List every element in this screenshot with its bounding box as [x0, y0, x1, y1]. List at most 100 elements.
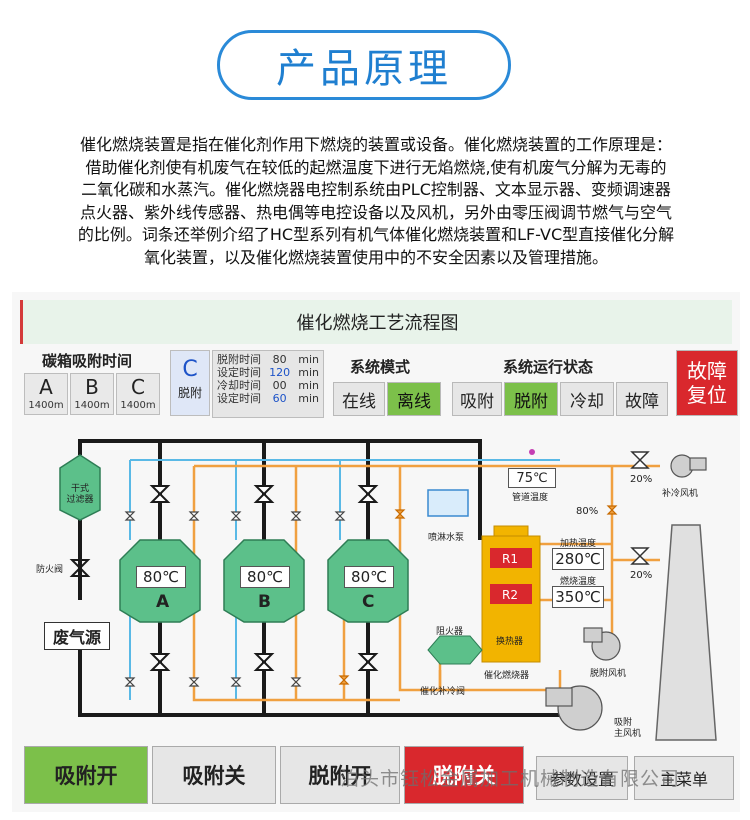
- intro-line: 二氧化碳和水蒸汽。催化燃烧器电控制系统由PLC控制器、文本显示器、变频调速器: [81, 180, 671, 199]
- cool-fan: [670, 454, 707, 478]
- exchanger-label: 换热器: [496, 637, 524, 647]
- tile-letter: A: [39, 375, 53, 399]
- timer-row: 冷却时间 00 min: [213, 379, 323, 392]
- system-mode-label: 系统模式: [350, 358, 411, 376]
- orange-valves: [338, 505, 618, 685]
- settings-button[interactable]: 参数设置: [536, 756, 628, 800]
- tile-time: 1400m: [28, 400, 64, 411]
- intro-line: 借助催化剂使有机废气在较低的起燃温度下进行无焰燃烧,使有机废气分解为无毒的: [85, 157, 667, 177]
- pipe-temp-sensor: [529, 449, 535, 455]
- arrester-label: 阻火器: [436, 627, 464, 637]
- heater-r2: R2: [502, 588, 518, 602]
- state-fault-button[interactable]: 故障: [616, 382, 668, 416]
- dry-filter: [59, 454, 101, 521]
- fault-reset-line2: 复位: [687, 383, 727, 407]
- desorb-on-button[interactable]: 脱附开: [280, 746, 400, 804]
- spray-pump-label: 喷淋水泵: [428, 533, 465, 543]
- tile-letter: B: [85, 375, 99, 399]
- timer-list: 脱附时间 80 min 设定时间 120 min 冷却时间 00 min 设定时…: [212, 350, 324, 418]
- intro-line: 氧化装置，以及催化燃烧装置使用中的不安全因素以及管理措施。: [143, 247, 608, 267]
- desorb-tile[interactable]: C 脱附: [170, 350, 210, 416]
- tank-b-temp: 80℃: [240, 566, 290, 588]
- timer-value: 80: [272, 353, 287, 366]
- main-fan: [545, 685, 603, 731]
- timer-name: 冷却时间: [217, 379, 261, 392]
- spray-pump: [427, 489, 469, 517]
- tank-b-letter: B: [258, 592, 271, 612]
- mode-offline-button[interactable]: 离线: [387, 382, 441, 416]
- timer-value[interactable]: 120: [269, 366, 291, 379]
- timer-value: 00: [272, 379, 287, 392]
- state-cool-button[interactable]: 冷却: [560, 382, 614, 416]
- desorb-fan-label: 脱附风机: [590, 669, 627, 679]
- watermark: 泊头市钰松金属加工机械制造有限公司: [340, 768, 681, 790]
- tile-time: 1400m: [74, 400, 110, 411]
- run-state-label: 系统运行状态: [503, 358, 594, 376]
- desorb-letter: C: [182, 357, 198, 382]
- valve-pct-2: 20%: [630, 474, 653, 485]
- intro-line: 催化燃烧装置是指在催化剂作用下燃烧的装置或设备。催化燃烧装置的工作原理是：: [79, 135, 672, 154]
- mode-online-button[interactable]: 在线: [333, 382, 385, 416]
- pipe-temp-label: 管道温度: [512, 493, 549, 503]
- timer-value[interactable]: 60: [272, 392, 287, 405]
- chimney: [655, 524, 717, 741]
- flame-arrester: [427, 635, 483, 665]
- tank-a-letter: A: [156, 592, 170, 612]
- page-title: 产品原理: [276, 46, 452, 92]
- tile-letter: C: [131, 375, 145, 399]
- panel-title: 催化燃烧工艺流程图: [296, 313, 459, 334]
- tile-time: 1400m: [120, 400, 156, 411]
- carbon-tile-a[interactable]: A 1400m: [24, 373, 68, 415]
- fire-valve-label: 防火阀: [36, 565, 64, 575]
- timer-unit: min: [298, 379, 319, 392]
- fire-valve: [69, 559, 91, 577]
- adsorb-off-button[interactable]: 吸附关: [152, 746, 276, 804]
- tank-a-temp: 80℃: [136, 566, 186, 588]
- burner-label: 催化燃烧器: [484, 671, 530, 681]
- carbon-tile-b[interactable]: B 1400m: [70, 373, 114, 415]
- cool-air-valves: [630, 451, 650, 565]
- cool-valve-label: 催化补冷阀: [420, 687, 466, 697]
- timer-name: 设定时间: [217, 366, 261, 379]
- main-menu-button[interactable]: 主菜单: [634, 756, 734, 800]
- heat-temp-value: 280℃: [552, 548, 604, 570]
- carbon-tile-c[interactable]: C 1400m: [116, 373, 160, 415]
- timer-name: 设定时间: [217, 392, 261, 405]
- timer-unit: min: [298, 392, 319, 405]
- burn-temp-label: 燃烧温度: [560, 577, 597, 587]
- timer-unit: min: [298, 366, 319, 379]
- state-desorb-button[interactable]: 脱附: [504, 382, 558, 416]
- page-title-pill: 产品原理: [217, 30, 511, 100]
- desorb-label: 脱附: [177, 386, 202, 400]
- tank-c-temp: 80℃: [344, 566, 394, 588]
- pipe-temp-value: 75℃: [508, 468, 556, 488]
- timer-row[interactable]: 设定时间 120 min: [213, 366, 323, 379]
- tank-c-letter: C: [362, 592, 375, 612]
- fault-reset-line1: 故障: [687, 359, 727, 383]
- waste-source-box: 废气源: [44, 622, 110, 650]
- adsorb-on-button[interactable]: 吸附开: [24, 746, 148, 804]
- panel-header: 催化燃烧工艺流程图: [20, 300, 732, 344]
- burn-temp-value: 350℃: [552, 586, 604, 608]
- timer-row: 脱附时间 80 min: [213, 353, 323, 366]
- desorb-off-button[interactable]: 脱附关: [404, 746, 524, 804]
- small-valves: [124, 511, 346, 687]
- heat-temp-label: 加热温度: [560, 539, 597, 549]
- valve-pct-1: 80%: [576, 506, 599, 517]
- intro-line: 点火器、紫外线传感器、热电偶等电控设备以及风机，另外由零压阀调节燃气与空气: [79, 202, 672, 222]
- state-adsorb-button[interactable]: 吸附: [452, 382, 502, 416]
- cool-fan-label: 补冷风机: [662, 489, 699, 499]
- intro-line: 的比例。词条还举例介绍了HC型系列有机气体催化燃烧装置和LF-VC型直接催化分解: [77, 225, 675, 244]
- timer-unit: min: [298, 353, 319, 366]
- heater-r1: R1: [502, 552, 518, 566]
- fault-reset-button[interactable]: 故障 复位: [676, 350, 738, 416]
- timer-name: 脱附时间: [217, 353, 261, 366]
- catalytic-heater: [481, 525, 541, 663]
- valve-pct-3: 20%: [630, 570, 653, 581]
- timer-row[interactable]: 设定时间 60 min: [213, 392, 323, 405]
- filter-label: 干式 过滤器: [66, 484, 94, 505]
- tank-valves: [149, 485, 379, 671]
- desorb-fan: [583, 627, 621, 661]
- intro-text: 催化燃烧装置是指在催化剂作用下燃烧的装置或设备。催化燃烧装置的工作原理是： 借助…: [14, 134, 738, 269]
